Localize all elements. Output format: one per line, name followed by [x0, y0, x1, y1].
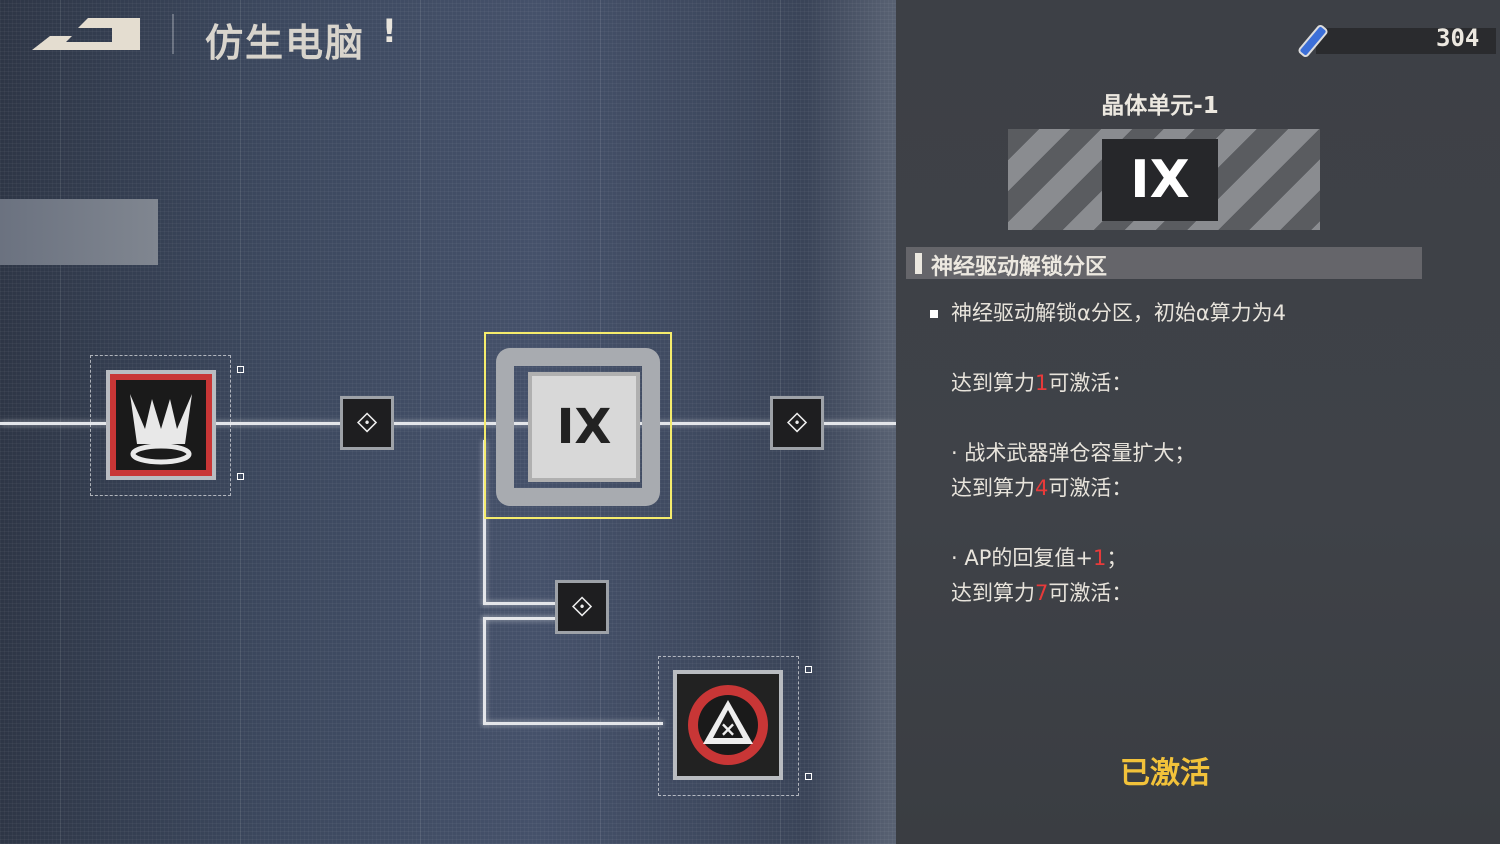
- resource-bar: [1316, 28, 1496, 54]
- section-header: 神经驱动解锁分区: [906, 247, 1422, 280]
- warning-emblem-icon: ×: [688, 685, 768, 765]
- skill-tree-area: 仿生电脑 ! ⟐ ⟐ ⟐ IX ×: [0, 0, 896, 844]
- link-icon: ⟐: [785, 406, 809, 439]
- svg-text:×: ×: [720, 717, 737, 741]
- divider: [172, 14, 174, 54]
- crystal-chip: IX: [528, 372, 640, 482]
- desc-line: · AP的回复值+1；: [951, 546, 1128, 570]
- section-title: 神经驱动解锁分区: [931, 255, 1108, 280]
- connector-line: [483, 617, 558, 620]
- crown-node[interactable]: [106, 370, 216, 480]
- crown-emblem-icon: [116, 380, 206, 470]
- desc-line: 达到算力4可激活：: [951, 476, 1133, 500]
- connector-line: [483, 440, 486, 605]
- warning-node[interactable]: ×: [673, 670, 783, 780]
- link-icon: ⟐: [570, 590, 594, 623]
- link-node[interactable]: ⟐: [770, 396, 824, 450]
- item-name: 晶体单元-1: [1101, 93, 1219, 119]
- desc-line: 达到算力1可激活：: [951, 371, 1133, 395]
- desc-line: · 战术武器弹仓容量扩大；: [951, 441, 1196, 465]
- connector-line: [483, 602, 558, 605]
- connector-line: [483, 617, 486, 725]
- item-image: IX: [1008, 129, 1320, 230]
- energy-vial-icon: [1298, 24, 1328, 58]
- description: 神经驱动解锁α分区，初始α算力为4 达到算力1可激活： · 战术武器弹仓容量扩大…: [930, 296, 1286, 611]
- bullet-text: 神经驱动解锁α分区，初始α算力为4: [951, 301, 1287, 325]
- bullet-icon: [930, 310, 938, 318]
- page-title: 仿生电脑: [205, 21, 366, 65]
- node-frame: [90, 355, 231, 496]
- link-icon: ⟐: [355, 406, 379, 439]
- resource-value: 304: [1436, 24, 1480, 52]
- activated-status: 已激活: [1120, 756, 1210, 791]
- link-node[interactable]: ⟐: [340, 396, 394, 450]
- decor-band: [0, 199, 158, 265]
- connector-line: [0, 422, 896, 425]
- item-glyph: IX: [1102, 139, 1218, 221]
- desc-line: 达到算力7可激活：: [951, 581, 1133, 605]
- link-node[interactable]: ⟐: [555, 580, 609, 634]
- node-frame: [658, 656, 799, 796]
- selected-crystal-node[interactable]: IX: [484, 332, 672, 519]
- alert-icon[interactable]: !: [382, 12, 397, 50]
- connector-line: [483, 722, 663, 725]
- chip-frame: [496, 348, 660, 506]
- back-icon[interactable]: [32, 16, 142, 52]
